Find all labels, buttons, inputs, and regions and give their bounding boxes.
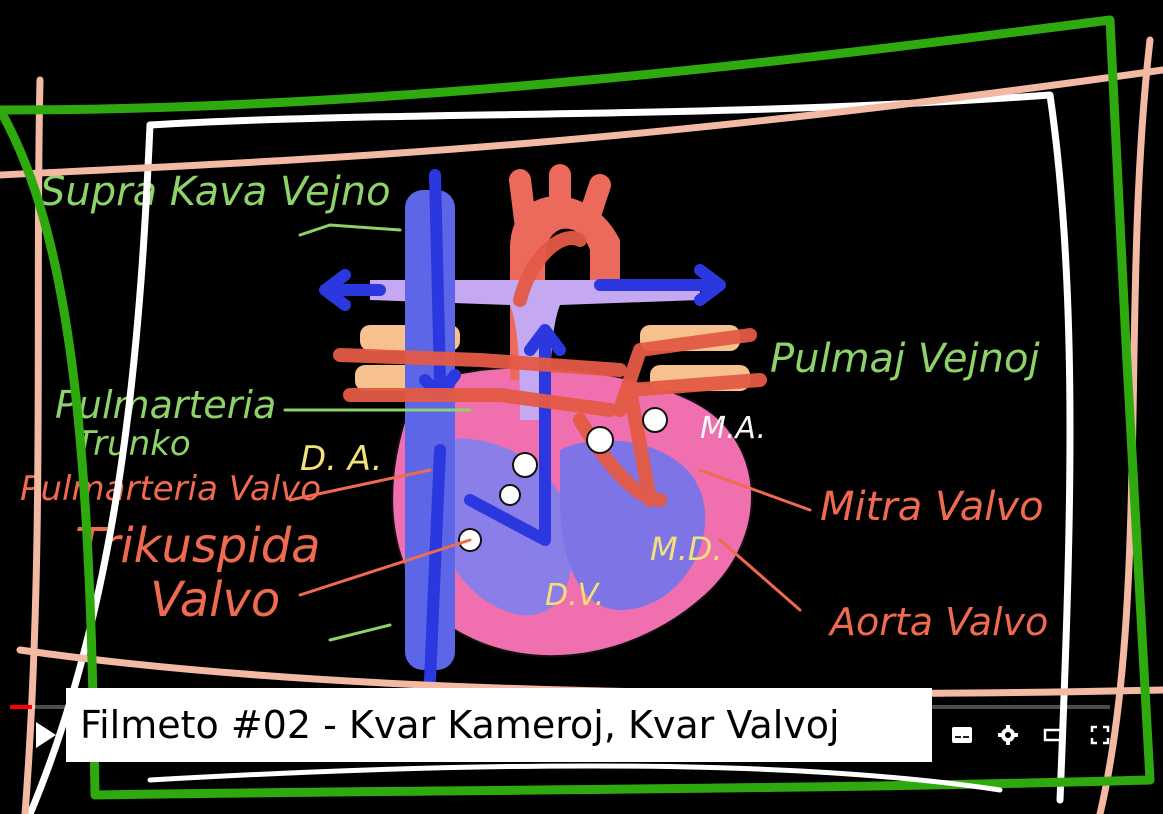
theater-mode-icon	[1043, 727, 1065, 743]
label-trunko: Trunko	[75, 424, 191, 464]
label-da: D. A.	[300, 439, 383, 479]
label-pulmarteria: Pulmarteria	[55, 383, 276, 427]
settings-gear-icon	[997, 724, 1019, 746]
subtitles-button[interactable]	[950, 723, 974, 747]
label-aorta-valvo: Aorta Valvo	[827, 600, 1048, 644]
label-valvo: Valvo	[150, 572, 280, 628]
label-supra-kava-vejno: Supra Kava Vejno	[40, 169, 391, 215]
label-ma: M.A.	[700, 411, 766, 446]
label-pulmaj-vejnoj: Pulmaj Vejnoj	[770, 336, 1040, 382]
label-dv: D.V.	[545, 578, 604, 613]
theater-mode-button[interactable]	[1042, 723, 1066, 747]
fullscreen-icon	[1090, 725, 1110, 745]
fullscreen-button[interactable]	[1088, 723, 1112, 747]
settings-button[interactable]	[996, 723, 1020, 747]
aorta-branches	[520, 175, 600, 220]
label-pulmarteria-valvo: Pulmarteria Valvo	[20, 469, 321, 509]
video-title: Filmeto #02 - Kvar Kameroj, Kvar Valvoj	[66, 688, 932, 762]
play-button[interactable]	[34, 720, 58, 750]
play-icon	[34, 720, 58, 750]
label-md: M.D.	[650, 530, 723, 568]
progress-played	[10, 705, 32, 709]
subtitles-icon	[951, 726, 973, 744]
player-controls	[950, 715, 1112, 755]
label-mitra-valvo: Mitra Valvo	[820, 484, 1044, 530]
